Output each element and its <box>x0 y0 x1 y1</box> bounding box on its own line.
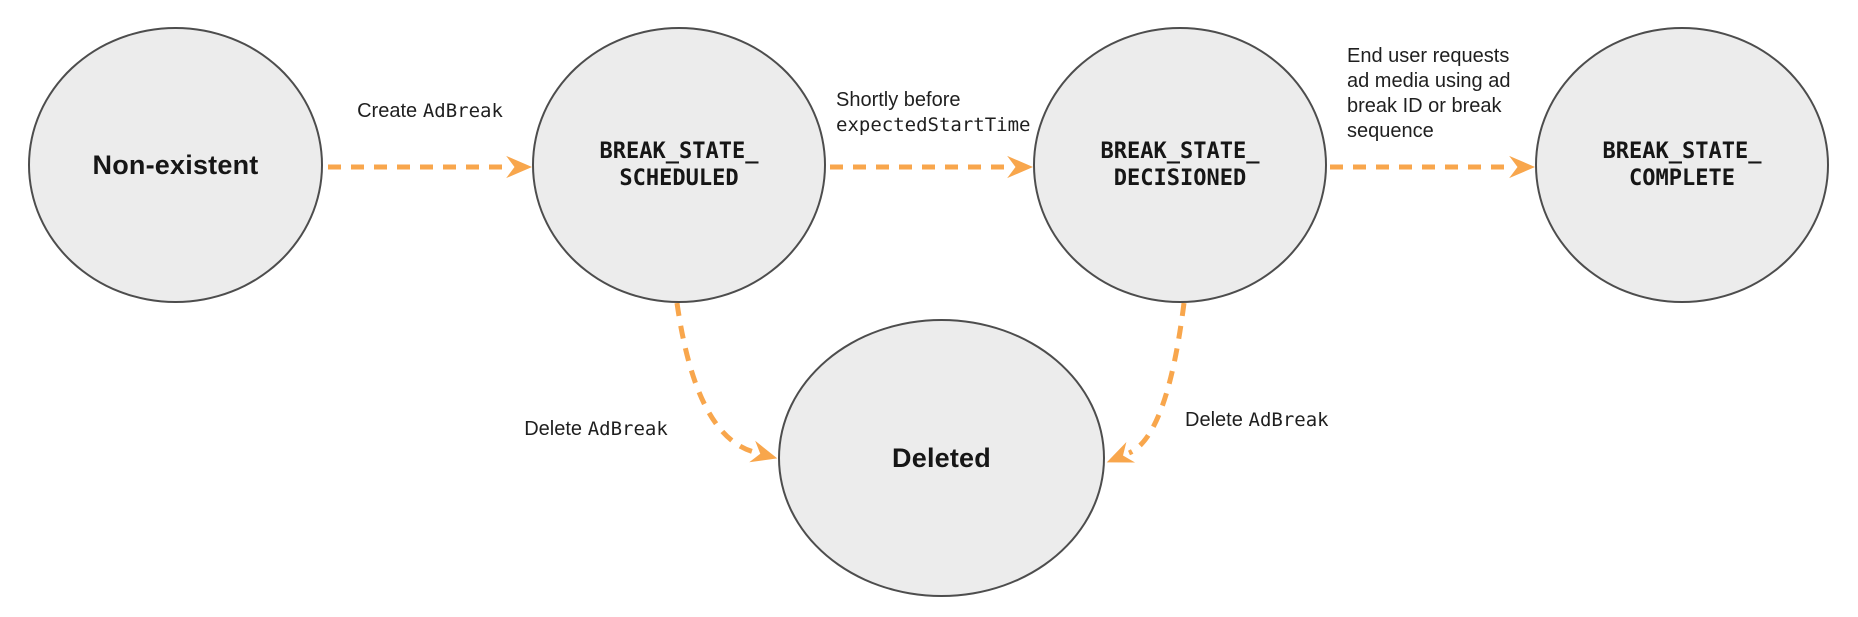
state-label-break-state-scheduled: BREAK_STATE_ SCHEDULED <box>599 139 759 191</box>
state-label-non-existent: Non-existent <box>92 149 259 180</box>
state-node-deleted: Deleted <box>778 319 1105 597</box>
arrow-delete-from-scheduled <box>674 302 778 463</box>
edge-label-shortly-before: Shortly before expectedStartTime <box>836 89 1031 136</box>
arrow-delete-from-decisioned <box>1106 302 1187 463</box>
state-label-break-state-decisioned: BREAK_STATE_ DECISIONED <box>1100 139 1260 191</box>
state-node-non-existent: Non-existent <box>28 27 323 303</box>
state-label-deleted: Deleted <box>892 442 991 473</box>
state-node-break-state-complete: BREAK_STATE_ COMPLETE <box>1535 27 1829 303</box>
state-node-break-state-decisioned: BREAK_STATE_ DECISIONED <box>1033 27 1327 303</box>
edge-label-end-user-requests: End user requests ad media using ad brea… <box>1347 45 1511 142</box>
state-node-break-state-scheduled: BREAK_STATE_ SCHEDULED <box>532 27 826 303</box>
state-label-break-state-complete: BREAK_STATE_ COMPLETE <box>1602 139 1762 191</box>
